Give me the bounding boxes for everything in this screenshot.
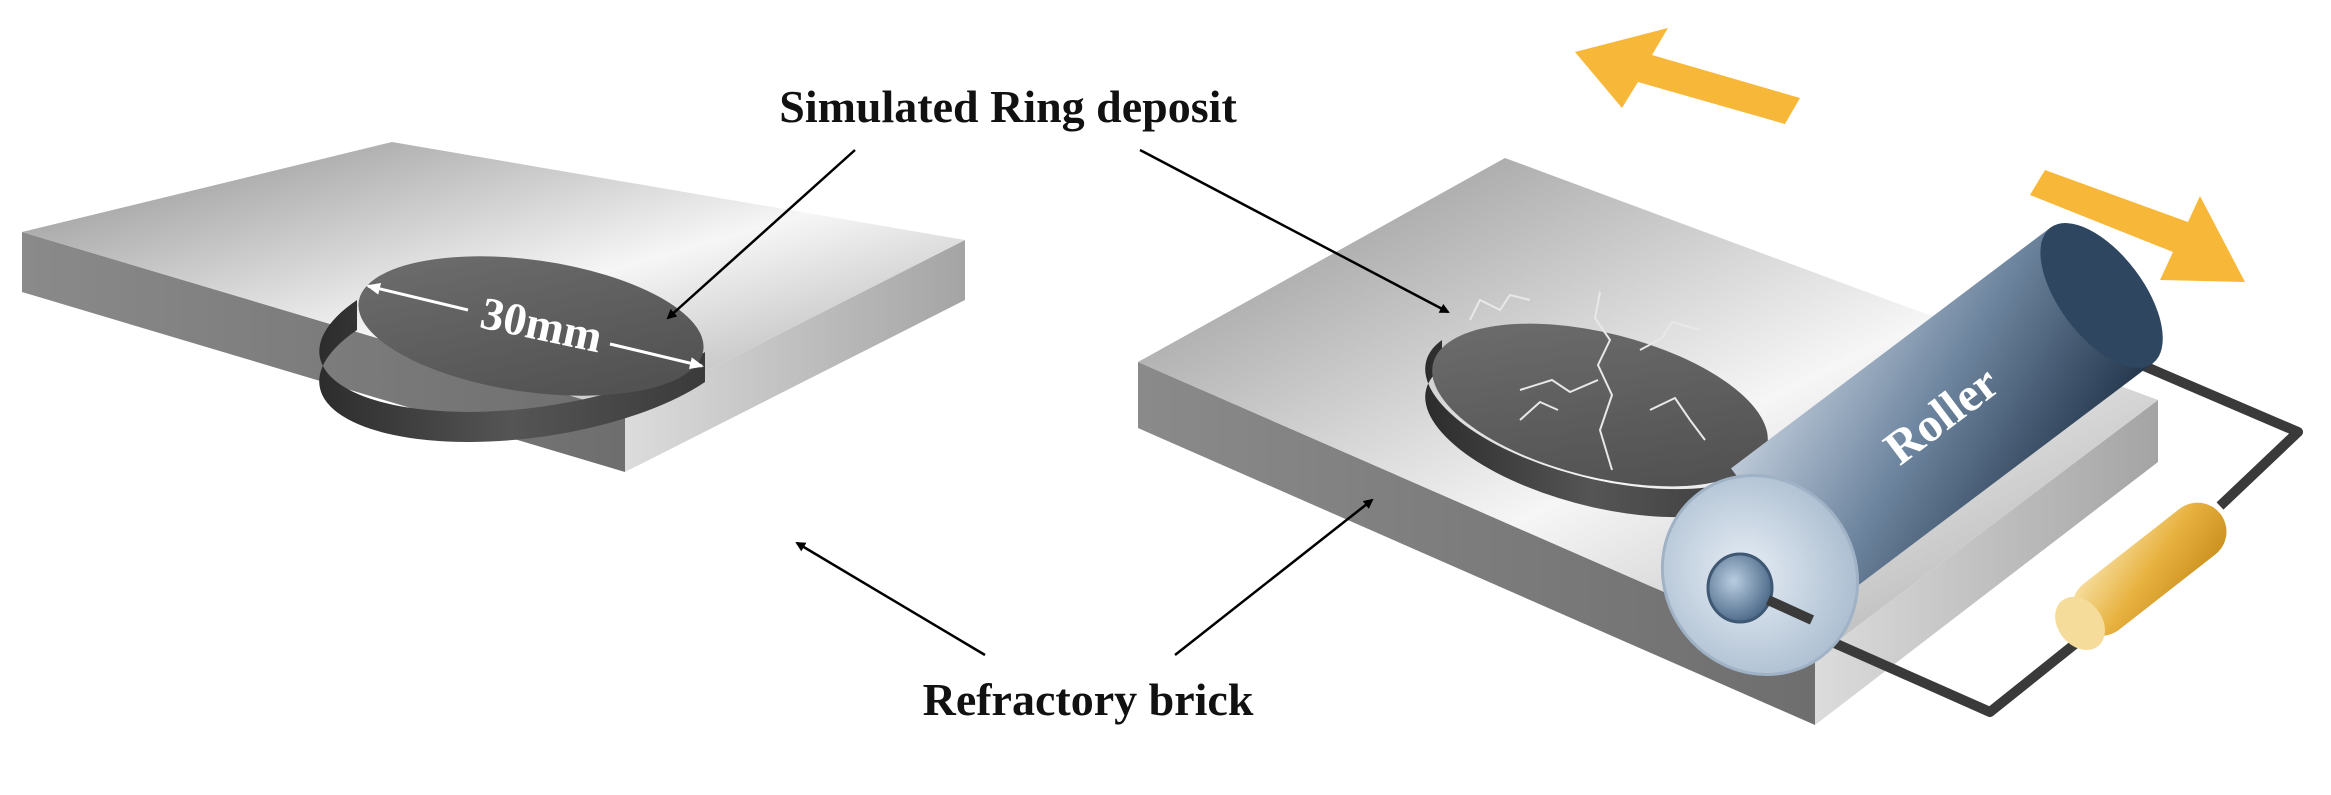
brick-label: Refractory brick: [923, 674, 1254, 725]
deposit-callout-right: [1139, 148, 1450, 314]
brick-callout-left: [795, 541, 986, 657]
deposit-callout-left: [666, 149, 856, 320]
left-deposit-disk: 30mm: [319, 256, 705, 442]
dimension-arrow-right: [609, 342, 704, 370]
roller-axle: [1706, 552, 1774, 624]
dimension-arrow-left: [366, 282, 469, 312]
right-disk-side: [1425, 340, 1760, 518]
right-brick-front-face: [1138, 362, 1815, 725]
axle-wire-stub: [1765, 595, 1815, 625]
arrow-right-down-icon: [2030, 170, 2245, 282]
callout-arrows: [666, 148, 1450, 657]
roller-body: [1730, 227, 2153, 605]
arrow-left-up-icon: [1575, 28, 1800, 124]
roller-far-end: [2040, 223, 2163, 368]
left-disk-top: [358, 256, 704, 396]
left-brick-side-face: [625, 240, 965, 472]
handle-wire-upper: [2128, 355, 2303, 510]
deposit-label: Simulated Ring deposit: [779, 81, 1237, 132]
right-brick-side-face: [1815, 400, 2158, 725]
brick-callout-right: [1174, 498, 1374, 656]
crack-lines: [1469, 291, 1706, 471]
handle-grip: [2055, 502, 2227, 650]
right-disk-top: [1432, 323, 1768, 487]
left-disk-side: [319, 300, 705, 442]
roller: Roller: [1660, 223, 2163, 677]
right-deposit-disk: [1425, 291, 1768, 518]
